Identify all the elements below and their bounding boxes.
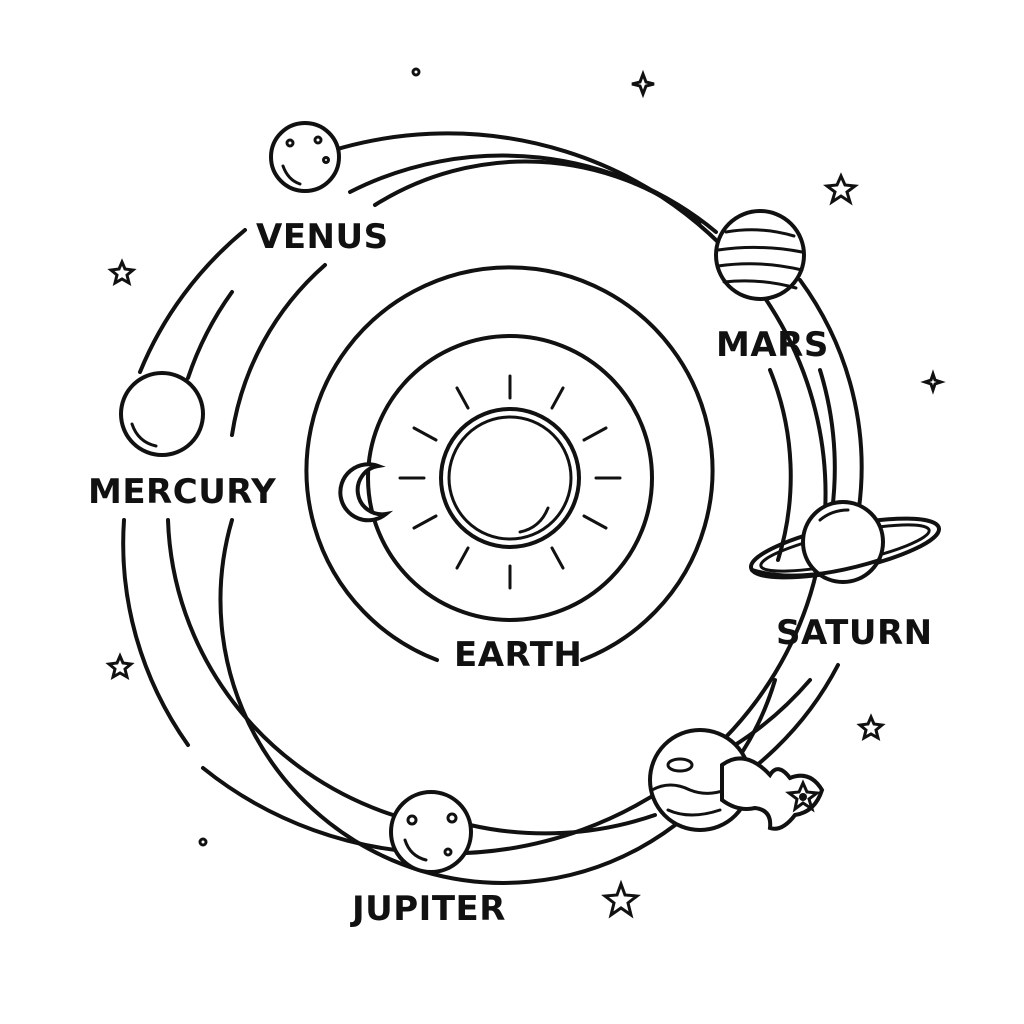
label-venus: VENUS (256, 217, 389, 257)
orbit-4-bottom (468, 813, 657, 836)
orbit-4-upper-left (186, 290, 234, 380)
comet-icon (720, 756, 825, 831)
dot-star (411, 67, 421, 77)
orbit-4 (348, 153, 718, 234)
orbit-0 (366, 334, 654, 622)
orbit-3-right (768, 368, 793, 562)
moon-icon (338, 462, 394, 523)
labels: VENUS MARS MERCURY EARTH SATURN JUPITER (88, 217, 933, 929)
outline-star (601, 879, 641, 919)
jupiter-planet (389, 790, 473, 874)
outline-star (107, 258, 137, 287)
orbit-5-left (121, 518, 190, 747)
sun-core-ring (447, 415, 573, 541)
stars (105, 67, 946, 919)
orbit-3 (373, 159, 702, 224)
saturn-planet (748, 500, 942, 584)
label-saturn: SATURN (776, 613, 933, 653)
orbit-1 (304, 265, 715, 662)
orbit-4-lower-left (166, 518, 395, 817)
outline-star (105, 652, 135, 681)
sun-body (439, 407, 581, 549)
orbit-4-right (798, 278, 864, 517)
venus-planet (269, 121, 341, 193)
sun-rays (398, 374, 622, 590)
sparkle-star (920, 369, 946, 395)
label-jupiter: JUPITER (350, 889, 506, 929)
mercury-planet (119, 371, 205, 457)
sun (398, 374, 622, 590)
orbit-3-upper-left (230, 263, 327, 437)
mars-planet (714, 209, 806, 301)
label-mercury: MERCURY (88, 472, 276, 512)
outline-star (823, 172, 859, 206)
dot-star (198, 837, 208, 847)
label-mars: MARS (716, 325, 829, 365)
label-earth: EARTH (454, 635, 582, 675)
outline-star (856, 713, 886, 742)
orbit-5-upper-left (138, 228, 247, 374)
sun-highlight (518, 506, 550, 534)
sparkle-star (631, 69, 655, 99)
